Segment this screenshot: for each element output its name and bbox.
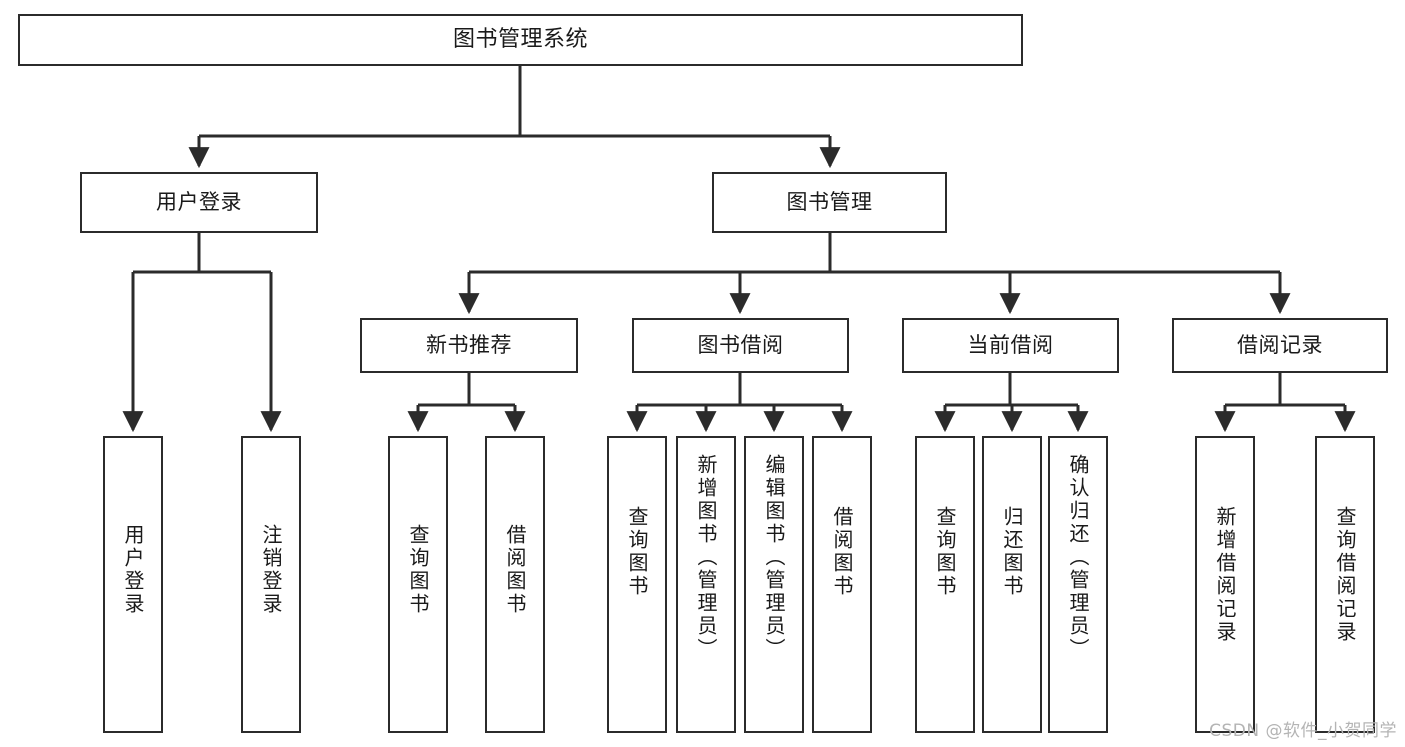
node-book-borrow[interactable]: 图书借阅 [632, 318, 849, 373]
node-book-manage[interactable]: 图书管理 [712, 172, 947, 233]
node-leaf-borrow-book-2[interactable]: 借阅图书 [812, 436, 872, 733]
node-leaf-confirm-return-label: 确认归还（管理员） [1066, 454, 1090, 661]
node-leaf-add-book[interactable]: 新增图书（管理员） [676, 436, 736, 733]
node-new-book-rec[interactable]: 新书推荐 [360, 318, 578, 373]
watermark-text: CSDN @软件_小贺同学 [1209, 721, 1397, 741]
node-leaf-return-book[interactable]: 归还图书 [982, 436, 1042, 733]
node-leaf-query-book-2-label: 查询图书 [625, 506, 649, 598]
node-leaf-edit-book[interactable]: 编辑图书（管理员） [744, 436, 804, 733]
node-leaf-add-book-label: 新增图书（管理员） [694, 454, 718, 661]
node-book-manage-label: 图书管理 [786, 190, 873, 215]
node-leaf-borrow-book-1-label: 借阅图书 [503, 524, 527, 616]
node-leaf-query-record[interactable]: 查询借阅记录 [1315, 436, 1375, 733]
node-leaf-user-login-label: 用户登录 [121, 524, 145, 616]
node-leaf-query-book-3-label: 查询图书 [933, 506, 957, 598]
node-leaf-query-book-1-label: 查询图书 [406, 524, 430, 616]
node-current-borrow-label: 当前借阅 [967, 333, 1054, 358]
node-leaf-confirm-return[interactable]: 确认归还（管理员） [1048, 436, 1108, 733]
node-leaf-add-record-label: 新增借阅记录 [1213, 506, 1237, 644]
node-leaf-query-book-3[interactable]: 查询图书 [915, 436, 975, 733]
node-leaf-add-record[interactable]: 新增借阅记录 [1195, 436, 1255, 733]
node-borrow-record[interactable]: 借阅记录 [1172, 318, 1388, 373]
node-leaf-edit-book-label: 编辑图书（管理员） [762, 454, 786, 661]
node-book-borrow-label: 图书借阅 [697, 333, 784, 358]
node-leaf-user-login[interactable]: 用户登录 [103, 436, 163, 733]
node-user-login[interactable]: 用户登录 [80, 172, 318, 233]
node-leaf-query-book-2[interactable]: 查询图书 [607, 436, 667, 733]
node-leaf-return-book-label: 归还图书 [1000, 506, 1024, 598]
node-leaf-query-book-1[interactable]: 查询图书 [388, 436, 448, 733]
node-leaf-borrow-book-2-label: 借阅图书 [830, 506, 854, 598]
node-leaf-borrow-book-1[interactable]: 借阅图书 [485, 436, 545, 733]
node-root-label: 图书管理系统 [452, 27, 588, 53]
node-new-book-rec-label: 新书推荐 [426, 333, 512, 358]
node-leaf-query-record-label: 查询借阅记录 [1333, 506, 1357, 644]
node-borrow-record-label: 借阅记录 [1237, 333, 1323, 358]
node-root[interactable]: 图书管理系统 [18, 14, 1023, 66]
node-leaf-user-logout[interactable]: 注销登录 [241, 436, 301, 733]
node-current-borrow[interactable]: 当前借阅 [902, 318, 1119, 373]
node-user-login-label: 用户登录 [156, 190, 242, 215]
node-leaf-user-logout-label: 注销登录 [259, 524, 283, 616]
